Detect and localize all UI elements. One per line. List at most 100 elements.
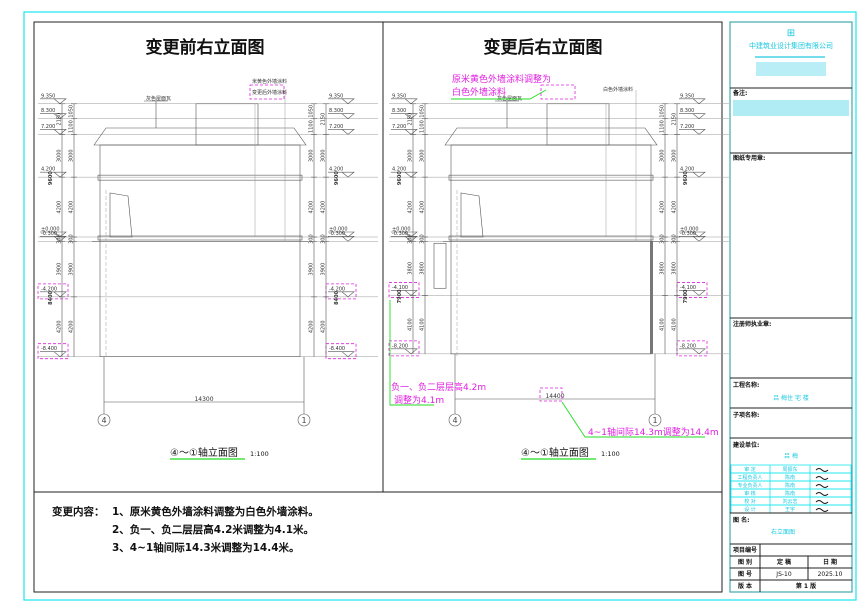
- dimension-label: 4200: [660, 201, 666, 214]
- dimension-label: 4200: [420, 201, 426, 214]
- dimension-label: 4200: [309, 320, 315, 333]
- dimension-label: 3900: [69, 263, 75, 276]
- level-label: ±0.000: [392, 227, 411, 233]
- wall-edge: [650, 241, 653, 354]
- stair-tower: [546, 103, 610, 146]
- view-scale: 1:100: [601, 450, 620, 458]
- roof-tiles: [93, 127, 307, 146]
- remarks-label: 备注:: [732, 89, 747, 97]
- dimension-label: 4200: [309, 201, 315, 214]
- signature-table: 审 定周振东工程负责人陈南专业负责人陈南审 核陈南校 对刘云志设 计王宇: [730, 464, 852, 514]
- dimension-label: 1100: [420, 120, 426, 133]
- level-label: 9.350: [41, 93, 55, 99]
- registered-seal-label: 注册师执业章:: [733, 320, 771, 328]
- signature-name: 陈南: [785, 490, 795, 497]
- dimension-label: 4200: [69, 201, 75, 214]
- signature-role: 专业负责人: [737, 482, 762, 489]
- subitem-label: 子项名称:: [733, 411, 759, 419]
- dimension-label: 4100: [420, 318, 426, 331]
- level-marker-icon: [391, 290, 418, 296]
- dimension-label: 4100: [672, 318, 678, 331]
- level-marker-icon: [40, 171, 67, 178]
- level-marker-icon: [391, 231, 418, 238]
- level-marker-icon: [328, 291, 355, 298]
- signature-name: 刘云志: [782, 498, 797, 505]
- level-marker-icon: [40, 291, 67, 298]
- wall-outline: [450, 144, 652, 355]
- height-annotation-line2: 调整为4.1m: [394, 394, 444, 406]
- level-label: -8.400: [329, 346, 345, 352]
- signature-name: 陈南: [785, 474, 795, 481]
- dimension-label: 2150: [672, 113, 678, 126]
- axis-bubble-icon: [448, 413, 462, 427]
- level-marker-icon: [391, 348, 418, 355]
- level-label: 7.200: [329, 124, 343, 130]
- level-label: 8.300: [680, 108, 694, 114]
- level-marker-icon: [679, 235, 706, 242]
- version-label: 版 本: [737, 582, 753, 590]
- span-change-annotation: 4~1轴间际14.3m调整为14.4m: [561, 401, 719, 438]
- level-label: 9.350: [329, 93, 343, 99]
- dimension-label: 4100: [408, 318, 414, 331]
- level-label: -8.200: [680, 343, 696, 349]
- level-marker-icon: [328, 351, 355, 358]
- height-change-annotation: 负一、负二层层高4.2m 调整为4.1m: [389, 300, 486, 406]
- dimension-label: 3900: [309, 263, 315, 276]
- axis-span-label: 14400: [545, 393, 564, 400]
- dimension-label: 3000: [420, 149, 426, 162]
- level-label: -0.300: [392, 231, 408, 237]
- level-label: ±0.000: [41, 227, 60, 233]
- note-item: 2、负一、负二层层高4.2米调整为4.1米。: [112, 523, 314, 536]
- date-value: 2025.10: [818, 571, 843, 578]
- drawing-name-value: 右立面图: [771, 528, 795, 536]
- level-marker-icon: [391, 98, 418, 105]
- dimension-label: 2150: [321, 113, 327, 126]
- dimension-label: 3000: [672, 149, 678, 162]
- span-annotation: 4~1轴间际14.3m调整为14.4m: [588, 426, 719, 438]
- signature-name: 陈南: [785, 482, 795, 489]
- paint-annotation-line2: 白色外墙涂料: [452, 86, 506, 98]
- axis-bubble-icon: [648, 413, 662, 427]
- total-dimension-label: 8400: [48, 290, 54, 304]
- total-dimension-label: 8400: [334, 290, 340, 304]
- title-block: ⊞ 中建筑业设计集团有限公司 备注: 图纸专用章: 注册师执业章: 工程名称: …: [729, 21, 853, 593]
- client-value: 吕 梅: [784, 452, 798, 460]
- level-label: -4.200: [41, 286, 57, 292]
- dimension-label: 4200: [321, 320, 327, 333]
- level-marker-icon: [40, 98, 67, 105]
- axis-number: 1: [301, 416, 306, 425]
- signature-mark-icon: [815, 492, 829, 496]
- level-label: 7.200: [680, 124, 694, 130]
- stair-tower: [195, 103, 259, 146]
- outer-frame: [23, 11, 857, 601]
- level-marker-icon: [328, 113, 355, 120]
- signature-mark-icon: [815, 476, 829, 480]
- drawing-frame: [33, 21, 723, 593]
- floor-band: [448, 174, 654, 181]
- dimension-label: 2150: [408, 113, 414, 126]
- roof-tiles: [444, 127, 658, 146]
- level-marker-icon: [40, 235, 67, 242]
- dimension-label: 1100: [309, 120, 315, 133]
- total-dimension-label: 9600: [397, 171, 403, 185]
- signature-role: 校 对: [744, 498, 756, 505]
- company-name: 中建筑业设计集团有限公司: [749, 41, 833, 50]
- level-marker-icon: [328, 171, 355, 178]
- total-dimension-label: 9600: [48, 171, 54, 185]
- dimension-label: 2150: [57, 113, 63, 126]
- level-label: 4.200: [392, 167, 406, 173]
- signature-name: 王宇: [785, 506, 795, 513]
- building-outline: [433, 90, 659, 357]
- material-label: 白色外墙涂料: [603, 86, 633, 93]
- level-label: -8.400: [41, 346, 57, 352]
- level-label: 8.300: [392, 108, 406, 114]
- door-opening: [109, 192, 133, 238]
- drawing-name-label: 图 名:: [733, 516, 750, 524]
- floor-band: [97, 235, 303, 241]
- dimension-label: 300: [420, 234, 426, 244]
- level-marker-icon: [679, 348, 706, 355]
- signature-role: 工程负责人: [737, 474, 762, 481]
- version-value: 第 1 版: [795, 582, 816, 590]
